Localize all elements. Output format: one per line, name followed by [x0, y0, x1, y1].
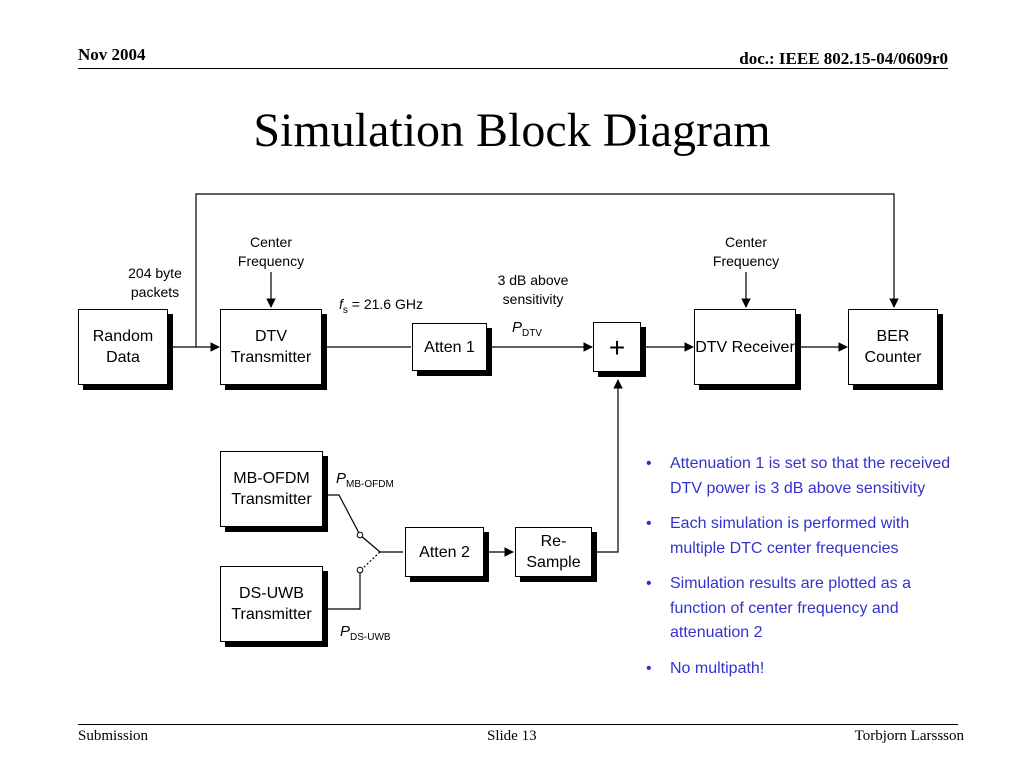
list-item: • Attenuation 1 is set so that the receiv… — [646, 452, 966, 501]
list-item: • No multipath! — [646, 657, 966, 682]
header-doc-id: doc.: IEEE 802.15-04/0609r0 — [739, 49, 948, 68]
fs-value: = 21.6 GHz — [347, 296, 423, 312]
p-mb-ofdm-subscript: MB-OFDM — [346, 479, 394, 490]
switch-node-top — [356, 531, 364, 539]
footer-rule — [78, 724, 958, 725]
bullet-dot-icon: • — [646, 455, 652, 472]
arrow-resample-to-adder — [596, 379, 623, 553]
list-item: • Simulation results are plotted as a fun… — [646, 572, 966, 646]
switch-node-bottom — [356, 566, 364, 574]
footer-author: Torbjorn Larssson — [854, 728, 964, 744]
fs-symbol: f — [339, 296, 343, 312]
above-sensitivity-label: 3 dB above sensitivity — [497, 272, 569, 307]
header-date: Nov 2004 — [78, 45, 146, 64]
p-dtv-label: PDTV — [512, 318, 542, 343]
footer-left: Submission — [78, 728, 149, 744]
center-frequency-tx-label: Center Frequency — [237, 234, 305, 269]
p-ds-uwb-subscript: DS-UWB — [350, 632, 391, 643]
fs-subscript: s — [342, 304, 348, 316]
bullet-text: Each simulation is performed with multip… — [670, 515, 910, 557]
bullet-text: Attenuation 1 is set so that the receive… — [670, 455, 951, 497]
p-mb-ofdm-label: PMB-OFDM — [336, 469, 394, 494]
p-dtv-symbol: P — [512, 319, 523, 336]
bullet-text: No multipath! — [670, 659, 765, 677]
p-ds-uwb-label: PDS-UWB — [340, 622, 391, 647]
line-ds-uwb-out — [328, 570, 361, 610]
bullet-dot-icon: • — [646, 515, 652, 532]
adder-block: + — [593, 322, 641, 372]
mb-ofdm-transmitter-block: MB-OFDM Transmitter — [220, 451, 323, 527]
sampling-frequency-label: fs = 21.6 GHz — [339, 295, 423, 320]
atten2-block: Atten 2 — [405, 527, 484, 577]
p-mb-ofdm-symbol: P — [336, 470, 347, 487]
bullet-dot-icon: • — [646, 659, 652, 677]
packets-label: 204 byte packets — [128, 265, 182, 300]
list-item: • Each simulation is performed with multi… — [646, 512, 966, 561]
atten1-block: Atten 1 — [412, 323, 487, 371]
center-frequency-rx-label: Center Frequency — [712, 234, 780, 269]
switch-dotted — [360, 551, 381, 571]
slide-title: Simulation Block Diagram — [253, 104, 771, 157]
p-ds-uwb-symbol: P — [340, 623, 351, 640]
p-dtv-subscript: DTV — [522, 328, 543, 339]
footer-slide-number: Slide 13 — [487, 728, 537, 744]
feedback-line — [195, 193, 899, 347]
switch-arm — [359, 534, 381, 553]
bullet-list: • Attenuation 1 is set so that the receiv… — [646, 452, 966, 692]
ds-uwb-transmitter-block: DS-UWB Transmitter — [220, 566, 323, 642]
dtv-transmitter-block: DTV Transmitter — [220, 309, 322, 385]
bullet-text: Simulation results are plotted as a func… — [670, 575, 912, 641]
header-rule — [78, 68, 948, 69]
resample-block: Re-Sample — [515, 527, 592, 577]
bullet-dot-icon: • — [646, 575, 652, 592]
ber-counter-block: BER Counter — [848, 309, 938, 385]
dtv-receiver-block: DTV Receiver — [694, 309, 796, 385]
random-data-block: Random Data — [78, 309, 168, 385]
line-mb-ofdm-out — [328, 494, 361, 536]
